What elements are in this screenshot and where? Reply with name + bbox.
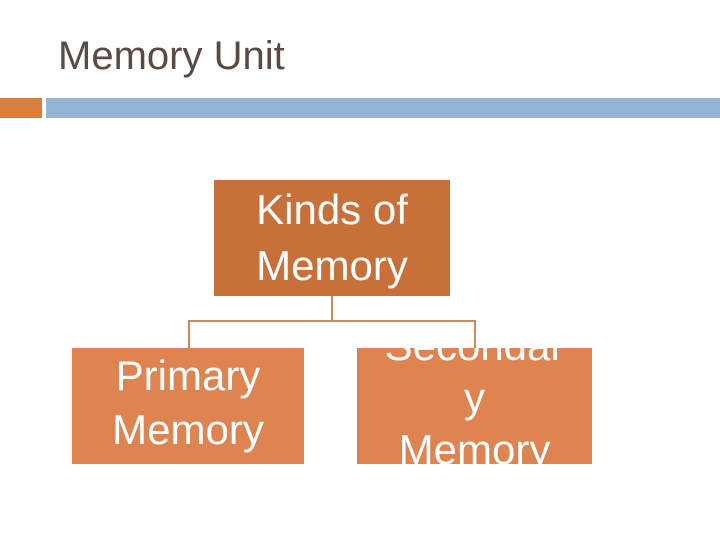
title-accent-bar [0, 98, 42, 118]
node-secondary-memory: Secondar y Memory [357, 348, 592, 464]
node-label-line: Memory [112, 406, 264, 453]
node-label-line: Primary [115, 352, 261, 399]
node-label-line: Secondar [357, 348, 592, 372]
node-label-line: Memory [398, 426, 551, 464]
node-kinds-of-memory: Kinds of Memory [214, 180, 450, 296]
slide-title: Memory Unit [58, 34, 285, 78]
node-label-line: Memory [256, 242, 408, 289]
node-label-line: y [464, 374, 485, 421]
title-divider-bar [46, 98, 720, 118]
node-primary-memory: Primary Memory [72, 348, 304, 464]
node-label-line: Kinds of [256, 186, 408, 233]
